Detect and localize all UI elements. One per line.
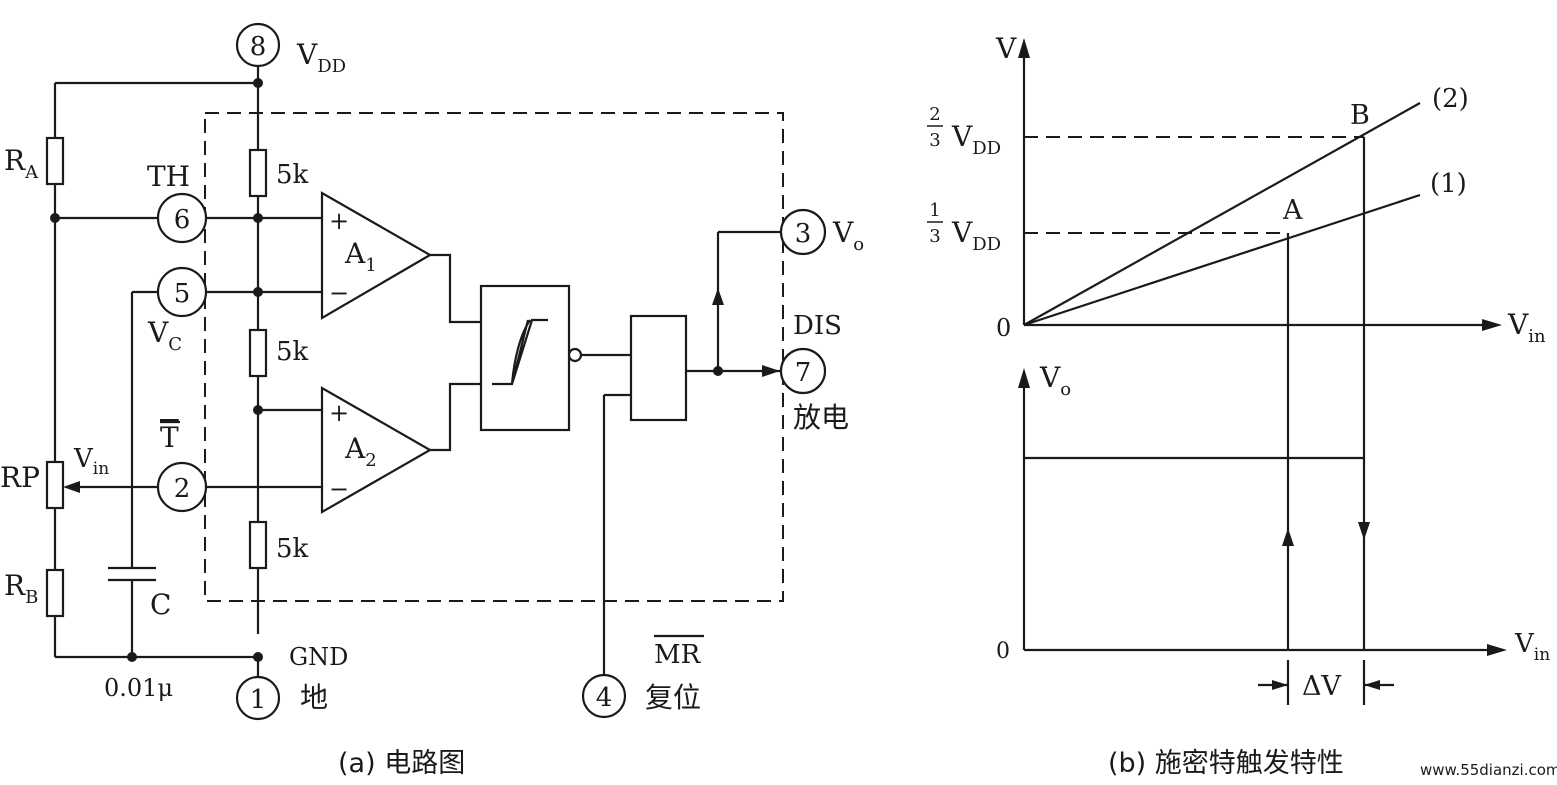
line-2 (1023, 102, 1421, 326)
label-discharge: 放电 (793, 401, 849, 434)
divider-resistor-2 (248, 328, 268, 378)
top-origin: 0 (996, 314, 1011, 342)
top-x-label: Vin (1507, 308, 1546, 347)
label-two-thirds-vdd: 2 3 VDD (927, 104, 1001, 159)
resistor-ra (45, 136, 65, 186)
label-rb: RB (4, 569, 38, 608)
label-c: C (150, 588, 171, 621)
svg-text:1: 1 (929, 200, 940, 221)
svg-text:5: 5 (174, 279, 191, 309)
label-gnd: GND (289, 643, 348, 671)
line-1 (1023, 193, 1421, 327)
svg-text:2: 2 (929, 104, 940, 125)
bottom-origin: 0 (996, 639, 1010, 664)
divider-resistor-1 (248, 148, 268, 198)
label-rp: RP (0, 461, 40, 494)
label-reset-cn: 复位 (645, 681, 701, 714)
label-5k-3: 5k (276, 534, 309, 564)
pin-5: 5 (156, 266, 208, 318)
pin-3: 3 (779, 208, 827, 256)
caption-a: (a) 电路图 (338, 748, 465, 779)
delta-v-label: ΔV (1302, 671, 1341, 702)
label-dis: DIS (793, 311, 842, 341)
svg-text:3: 3 (795, 219, 812, 249)
svg-text:6: 6 (174, 205, 191, 235)
pin-6: 6 (156, 192, 208, 244)
a2-minus: − (329, 475, 349, 503)
pin-2: 2 (156, 461, 208, 513)
pin-1: 1 (235, 675, 281, 721)
resistor-rb (45, 568, 65, 618)
svg-text:7: 7 (795, 358, 812, 388)
label-vdd: VDD (296, 38, 346, 77)
output-stage-block (629, 314, 688, 422)
label-a1: A1 (344, 237, 377, 276)
watermark: www.55dianzi.com (1420, 761, 1557, 779)
chip-boundary (204, 112, 784, 602)
comparator-a2 (320, 386, 433, 514)
svg-text:VDD: VDD (951, 216, 1001, 255)
label-mr: MR (654, 640, 702, 670)
label-line-2: (2) (1432, 84, 1469, 114)
a2-plus: + (329, 399, 349, 427)
label-one-third-vdd: 1 3 VDD (927, 200, 1001, 255)
point-a: A (1282, 195, 1303, 226)
label-t-bar: T (160, 421, 179, 454)
label-ground-cn: 地 (300, 681, 328, 714)
pin-8: 8 (235, 22, 281, 68)
svg-text:8: 8 (250, 32, 267, 62)
svg-text:1: 1 (250, 685, 267, 715)
caption-b: (b) 施密特触发特性 (1108, 748, 1344, 779)
divider-resistor-3 (248, 520, 268, 570)
label-th: TH (147, 160, 190, 193)
bottom-x-label: Vin (1514, 629, 1550, 665)
svg-text:3: 3 (929, 130, 940, 151)
svg-text:3: 3 (929, 226, 940, 247)
top-y-label: V (995, 32, 1017, 65)
svg-text:2: 2 (174, 474, 191, 504)
svg-text:VDD: VDD (951, 120, 1001, 159)
resistor-rp (45, 460, 65, 510)
bottom-y-label: Vo (1039, 361, 1071, 400)
label-vo: Vo (832, 216, 864, 255)
label-vc: VC (147, 316, 182, 355)
label-cap-value: 0.01μ (104, 674, 173, 702)
label-5k-1: 5k (276, 160, 309, 190)
label-5k-2: 5k (276, 337, 309, 367)
a1-plus: + (329, 207, 349, 235)
comparator-a1 (320, 191, 433, 320)
a1-minus: − (329, 279, 349, 307)
svg-text:4: 4 (596, 683, 613, 713)
label-vin: Vin (73, 444, 109, 479)
label-line-1: (1) (1430, 169, 1467, 199)
schmitt-block (479, 284, 571, 432)
point-b: B (1350, 100, 1370, 131)
pin-4: 4 (581, 673, 627, 719)
pin-7: 7 (779, 347, 827, 395)
inverter-bubble (567, 347, 583, 363)
label-a2: A2 (344, 432, 377, 471)
label-ra: RA (4, 144, 39, 183)
